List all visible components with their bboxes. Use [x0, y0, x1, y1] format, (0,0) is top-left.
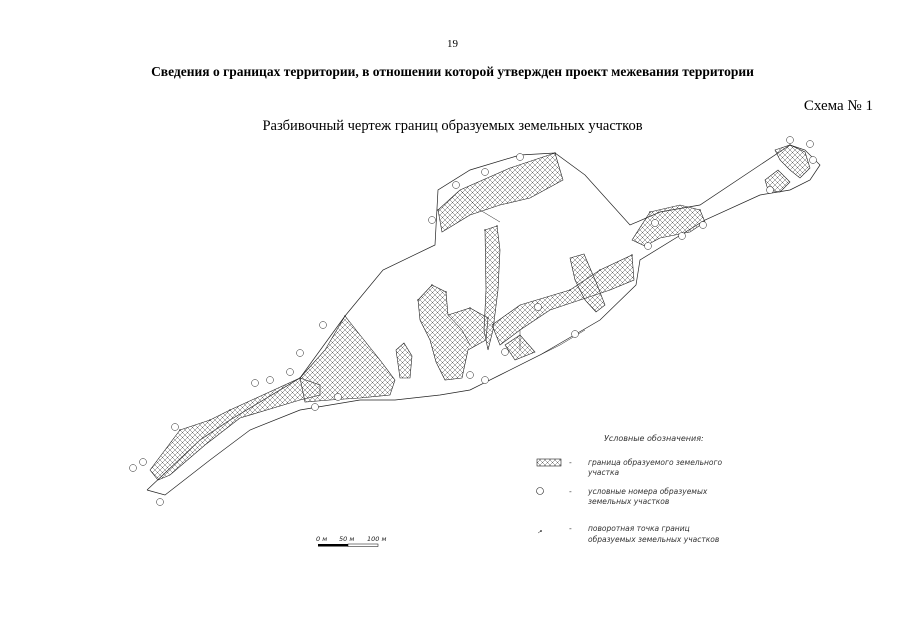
scheme-label: Схема № 1: [803, 98, 873, 114]
parcel-shape: [299, 315, 396, 403]
inner-boundaries: [447, 189, 586, 356]
scale-label-100: 100 м: [367, 535, 386, 543]
legend-item-circle-line2: земельных участков: [588, 497, 669, 506]
parcel-shape: [774, 144, 811, 179]
parcel-shape: [483, 225, 501, 351]
legend-item-hatch-line1: граница образуемого земельного: [588, 458, 722, 467]
legend-item-point-line1: поворотная точка границ: [588, 524, 690, 533]
parcel-shape: [491, 254, 635, 346]
legend-item-circle-line1: условные номера образуемых: [587, 487, 708, 496]
parcel-group: [149, 144, 811, 481]
legend-item-point-line2: образуемых земельных участков: [588, 535, 719, 544]
parcel-shape: [569, 253, 606, 313]
turning-points: [179, 144, 791, 431]
parcel-number-markers: [129, 136, 817, 506]
legend-circle-symbol: [536, 487, 544, 495]
scale-bar: 0 м 50 м 100 м: [316, 535, 386, 547]
legend-dash-point: -: [569, 524, 572, 533]
parcel-shape: [417, 284, 489, 381]
parcel-shape: [631, 204, 706, 247]
legend-hatch-swatch: [536, 458, 562, 467]
legend-heading: Условные обозначения:: [604, 434, 704, 443]
legend-dash-circle: -: [569, 487, 572, 496]
parcel-shape: [395, 342, 413, 379]
territory-boundary: [146, 144, 821, 496]
page-number: 19: [447, 38, 458, 50]
scale-label-50: 50 м: [339, 535, 354, 543]
document-title: Сведения о границах территории, в отноше…: [151, 64, 754, 79]
legend-dash-hatch: -: [569, 458, 572, 467]
scale-label-0: 0 м: [316, 535, 327, 543]
legend: Условные обозначения: - граница образуем…: [536, 434, 722, 544]
drawing-title: Разбивочный чертеж границ образуемых зем…: [262, 118, 643, 134]
legend-item-hatch-line2: участка: [587, 468, 619, 477]
parcel-shape: [437, 152, 564, 233]
